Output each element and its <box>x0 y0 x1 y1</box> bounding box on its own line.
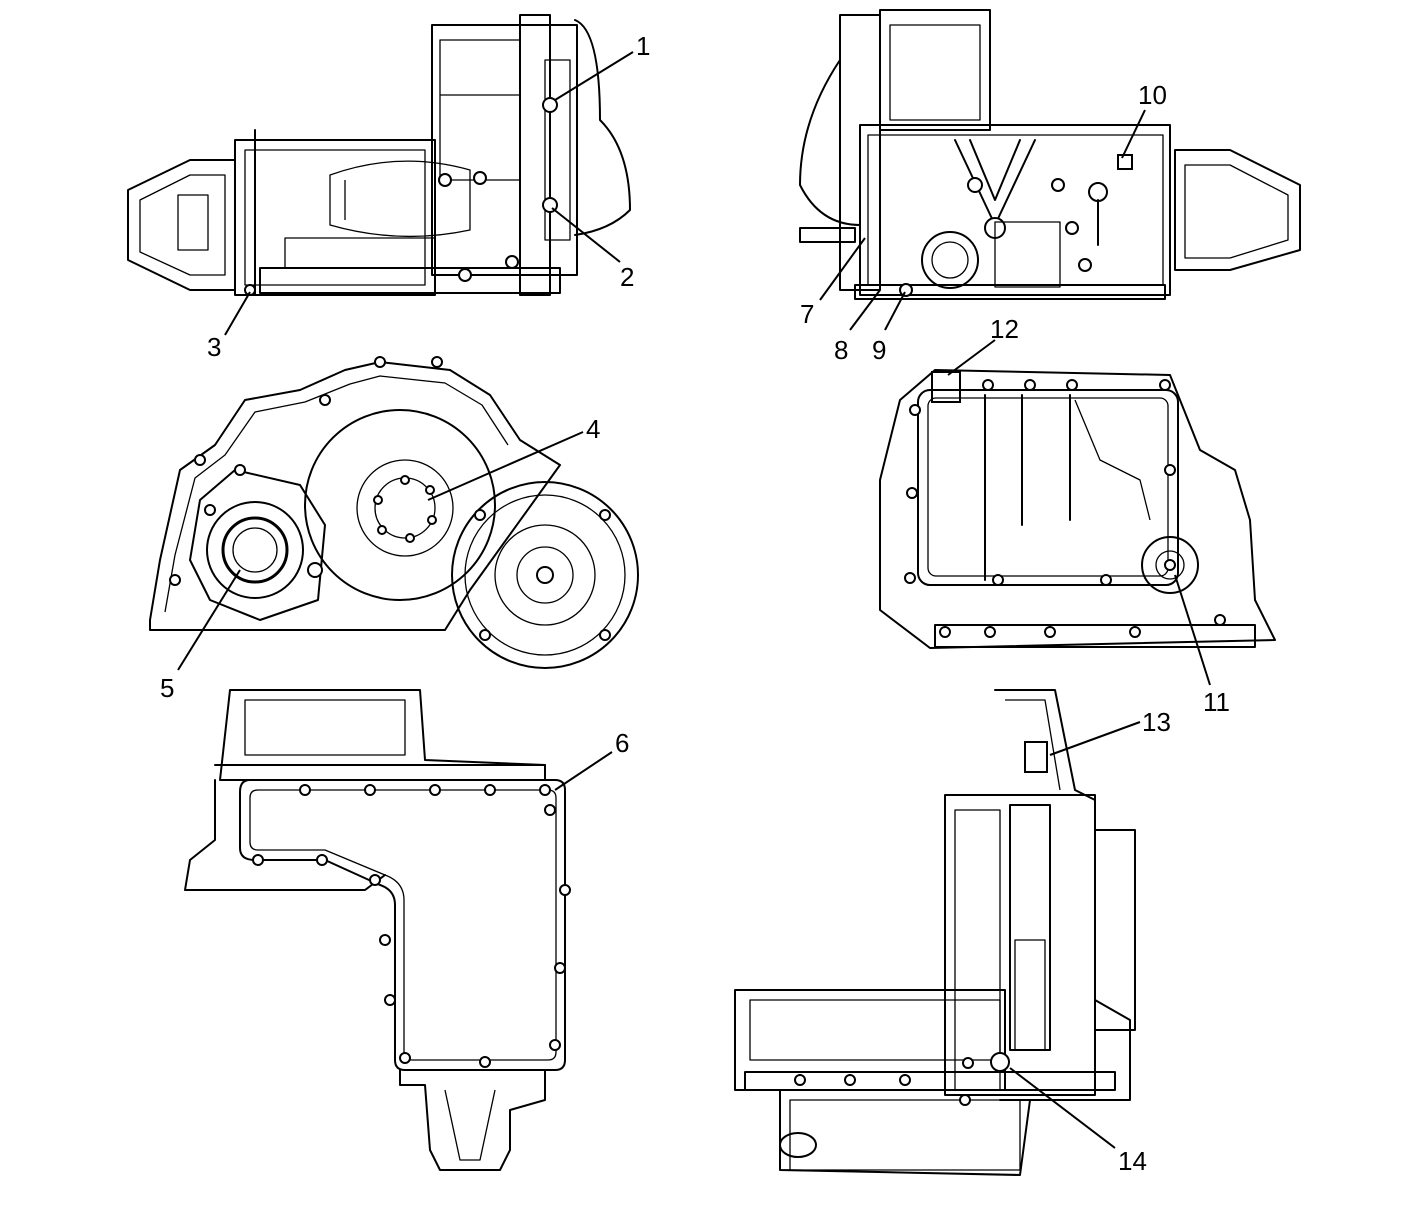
callout-8: 8 <box>834 335 848 365</box>
callout-6: 6 <box>615 728 629 758</box>
callout-13: 13 <box>1142 707 1171 737</box>
callout-5: 5 <box>160 673 174 703</box>
callout-3: 3 <box>207 332 221 362</box>
leader-lines <box>177 51 1211 1149</box>
callout-14: 14 <box>1118 1146 1147 1176</box>
callout-10: 10 <box>1138 80 1167 110</box>
callout-numbers: 1 2 3 4 5 6 7 8 9 10 11 12 13 14 <box>160 31 1230 1176</box>
callout-4: 4 <box>586 414 600 444</box>
view-left-front <box>149 356 639 669</box>
view-left-side <box>127 14 631 296</box>
callout-9: 9 <box>872 335 886 365</box>
view-right-side <box>799 9 1301 300</box>
view-left-bottom <box>184 689 571 1171</box>
view-right-pan-side <box>879 369 1276 649</box>
callout-1: 1 <box>636 31 650 61</box>
callout-2: 2 <box>620 262 634 292</box>
view-right-end <box>734 689 1136 1176</box>
callout-7: 7 <box>800 299 814 329</box>
callout-12: 12 <box>990 314 1019 344</box>
callout-11: 11 <box>1203 687 1230 717</box>
